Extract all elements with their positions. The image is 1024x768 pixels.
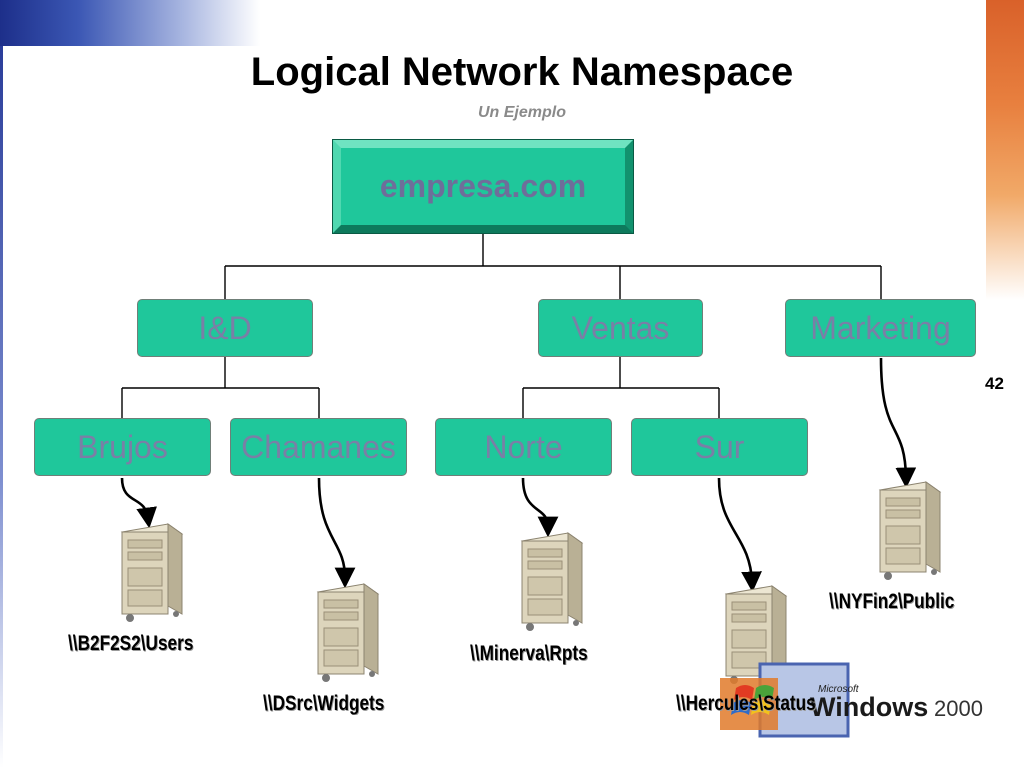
slide-subtitle: Un Ejemplo [477, 104, 566, 121]
group-node-sur: Sur [631, 418, 808, 476]
group-label: Norte [484, 428, 563, 465]
logo-brand-small: Microsoft [818, 684, 860, 695]
department-node-ventas: Ventas [538, 299, 703, 357]
windows-2000-logo: Microsoft Windows 2000 [706, 652, 996, 740]
department-label: Marketing [810, 309, 951, 346]
logo-version: 2000 [934, 696, 983, 721]
logo-brand-main: Windows [810, 692, 928, 722]
share-path-label: \\Minerva\Rpts [470, 642, 588, 665]
department-node-marketing: Marketing [785, 299, 976, 357]
group-node-norte: Norte [435, 418, 612, 476]
root-node-label: empresa.com [379, 168, 587, 204]
server-tower-icon [312, 578, 384, 690]
department-label: Ventas [571, 309, 670, 346]
department-label: I&D [198, 309, 252, 346]
share-path-label: \\DSrc\Widgets [263, 692, 385, 715]
root-node-empresa: empresa.com [332, 139, 634, 234]
share-path-label: \\B2F2S2\Users [68, 632, 194, 655]
slide-title: Logical Network Namespace [250, 50, 794, 94]
server-tower-icon [516, 527, 588, 639]
server-tower-icon [874, 476, 946, 588]
server-tower-icon [720, 580, 792, 692]
group-label: Brujos [77, 428, 168, 465]
header-gradient-bar [0, 0, 260, 46]
share-path-label: \\NYFin2\Public [829, 590, 955, 613]
group-label: Chamanes [241, 428, 396, 465]
share-path-label: \\Hercules\Status [676, 692, 816, 715]
group-node-brujos: Brujos [34, 418, 211, 476]
page-number: 42 [985, 374, 1004, 393]
group-node-chamanes: Chamanes [230, 418, 407, 476]
left-border-stripe [0, 46, 3, 768]
server-tower-icon [116, 518, 188, 630]
group-label: Sur [694, 428, 745, 465]
right-orange-stripe [986, 0, 1024, 300]
department-node-id: I&D [137, 299, 313, 357]
windows-flag-icon: Microsoft Windows 2000 [720, 662, 983, 738]
